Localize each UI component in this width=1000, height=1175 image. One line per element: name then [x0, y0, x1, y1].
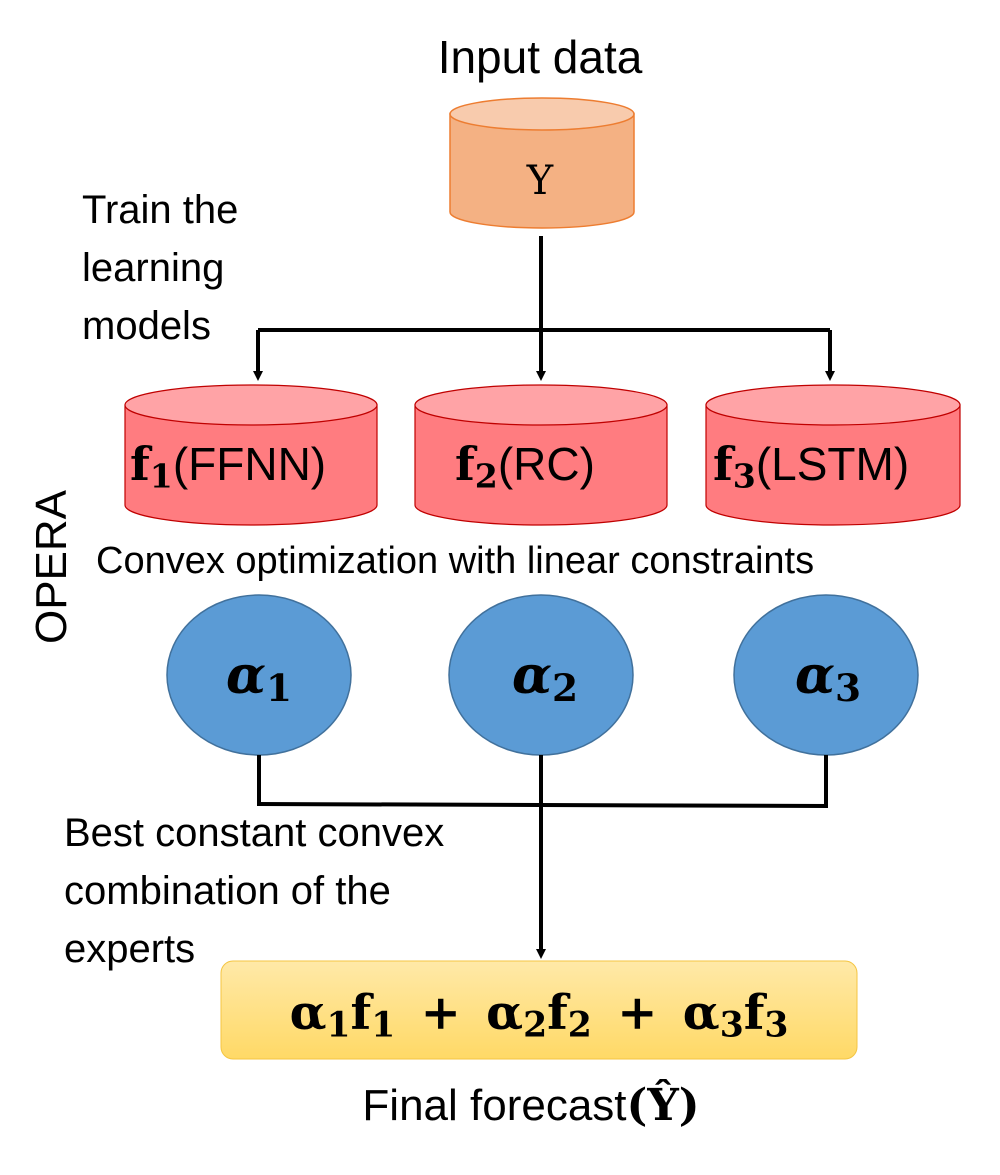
- weight-symbol-2: α: [511, 645, 552, 706]
- expert-cylinder-3: [705, 384, 961, 526]
- expert-index-3: 3: [732, 456, 756, 496]
- train-label-line-1: Train the: [82, 188, 239, 232]
- combo-label-line-2: combination of the: [64, 869, 391, 913]
- expert-label-1: f1(FFNN): [130, 437, 327, 492]
- expert-name-1: (FFNN): [172, 438, 327, 490]
- expert-name-2: (RC): [497, 438, 595, 490]
- weight-symbol-3: α: [794, 645, 835, 706]
- final-forecast-box: [220, 960, 858, 1060]
- expert-cylinder-1: [124, 384, 378, 526]
- combo-label-line-3: experts: [64, 927, 196, 971]
- formula-plus-1: +: [420, 985, 461, 1041]
- expert-label-3: f3(LSTM): [713, 437, 910, 492]
- formula-weight-index-3: 3: [719, 1005, 744, 1046]
- training-arrows: [253, 236, 835, 381]
- convex-optimization-label: Convex optimization with linear constrai…: [96, 540, 815, 582]
- train-label-line-2: learning: [82, 246, 225, 290]
- expert-symbol-2: f: [455, 437, 475, 491]
- formula-expert-index-3: 3: [764, 1005, 789, 1046]
- expert-symbol-1: f: [130, 437, 150, 491]
- formula-expert-2: f: [547, 985, 568, 1041]
- weight-label-2: α2: [511, 645, 578, 707]
- formula-weight-2: α: [486, 985, 524, 1041]
- convex-combination-label: Best constant convex combination of the …: [64, 804, 444, 978]
- formula-expert-index-2: 2: [567, 1005, 592, 1046]
- expert-name-3: (LSTM): [755, 438, 910, 490]
- input-data-title: Input data: [437, 31, 643, 83]
- formula-expert-1: f: [350, 985, 372, 1041]
- weight-symbol-1: α: [225, 645, 266, 706]
- train-models-label: Train the learning models: [82, 181, 238, 355]
- expert-label-2: f2(RC): [455, 437, 595, 492]
- final-forecast-symbol: (Ŷ): [626, 1080, 700, 1131]
- weight-label-3: α3: [794, 645, 861, 707]
- formula-expert-3: f: [743, 985, 765, 1041]
- opera-side-label: OPERA: [27, 489, 76, 645]
- formula-expert-index-1: 1: [371, 1005, 396, 1046]
- expert-cylinder-2: [414, 384, 668, 526]
- input-database-cylinder: [449, 97, 635, 229]
- combination-formula: α1f1 + α2f2 + α3f3: [289, 985, 789, 1043]
- formula-plus-2: +: [617, 985, 658, 1041]
- expert-index-2: 2: [474, 456, 498, 496]
- expert-symbol-3: f: [713, 437, 733, 491]
- weight-label-1: α1: [225, 645, 292, 707]
- formula-weight-3: α: [682, 985, 720, 1041]
- formula-weight-1: α: [289, 985, 327, 1041]
- train-label-line-3: models: [82, 304, 211, 348]
- combo-label-line-1: Best constant convex: [64, 811, 445, 855]
- weight-index-2: 2: [551, 666, 579, 711]
- weight-index-1: 1: [265, 666, 293, 711]
- final-forecast-label: Final forecast(Ŷ): [362, 1080, 699, 1131]
- input-data-symbol: Y: [526, 158, 554, 204]
- final-forecast-text: Final forecast: [362, 1081, 627, 1130]
- combination-connectors: [256, 755, 829, 959]
- weight-index-3: 3: [834, 666, 862, 711]
- formula-weight-index-2: 2: [523, 1005, 548, 1046]
- formula-weight-index-1: 1: [326, 1005, 351, 1046]
- expert-index-1: 1: [149, 456, 173, 496]
